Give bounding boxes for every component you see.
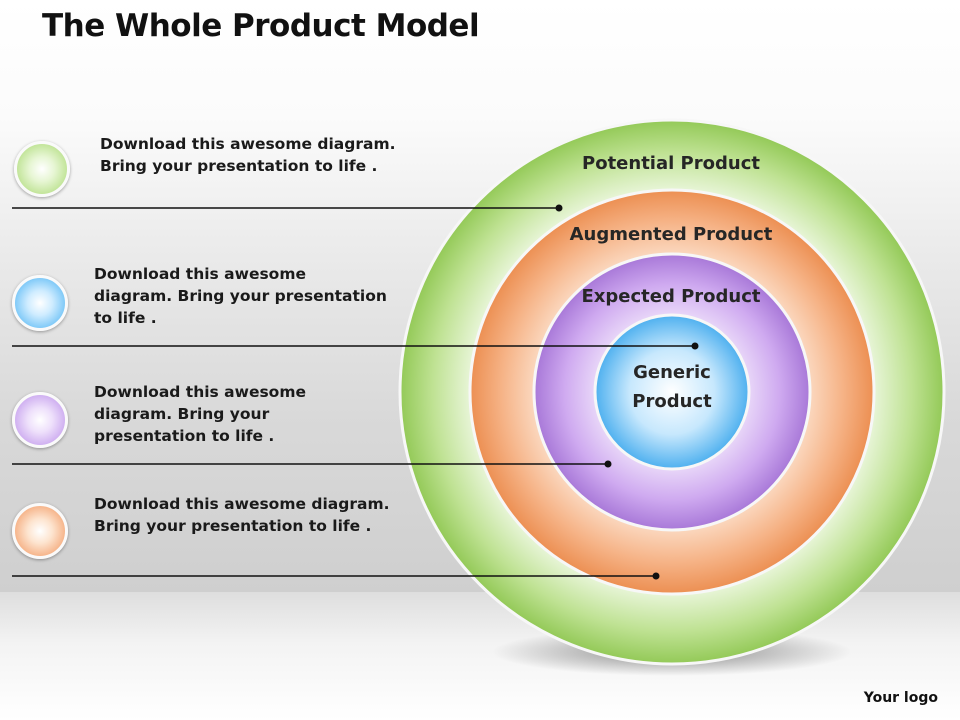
connector-dot-4 [652,572,660,580]
connector-dot-3 [604,460,612,468]
orange-bullet-icon [12,503,68,559]
connector-dot-2 [691,342,699,350]
core-label-line1: Generic [633,362,711,383]
page-title: The Whole Product Model [42,8,480,44]
ring-label-potential: Potential Product [582,153,760,174]
item-3-text: Download this awesome diagram. Bring you… [94,383,306,445]
core-generic-product [593,313,751,471]
green-bullet-icon [14,141,70,197]
core-label-line2: Product [632,391,712,412]
item-1-text: Download this awesome diagram. Bring you… [100,135,396,175]
ring-label-expected: Expected Product [581,286,760,307]
blue-bullet-icon [12,275,68,331]
purple-bullet-icon [12,392,68,448]
ring-label-augmented: Augmented Product [570,224,773,245]
item-2-text: Download this awesome diagram. Bring you… [94,265,387,327]
connector-dot-1 [555,204,563,212]
item-4-text: Download this awesome diagram. Bring you… [94,495,390,535]
logo-placeholder: Your logo [863,690,938,706]
